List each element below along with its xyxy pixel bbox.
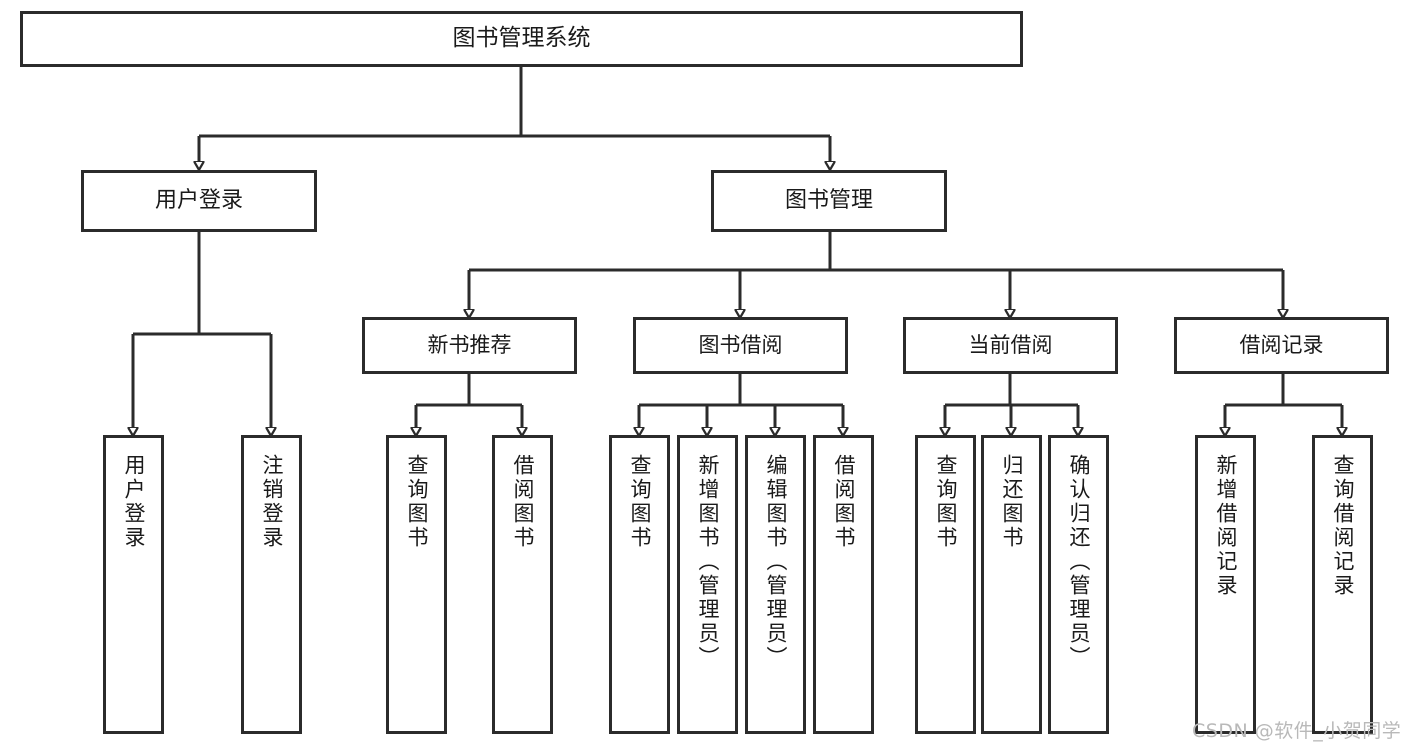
node-label: 用户登录 bbox=[154, 188, 243, 214]
leaf-borrow-edit-book[interactable]: 编辑图书（管理员） bbox=[745, 435, 806, 734]
node-label: 查询借阅记录 bbox=[1331, 454, 1355, 598]
node-new-book-recommend[interactable]: 新书推荐 bbox=[362, 317, 577, 374]
node-label: 当前借阅 bbox=[968, 333, 1053, 358]
node-root-system[interactable]: 图书管理系统 bbox=[20, 11, 1023, 67]
node-label: 借阅图书 bbox=[511, 454, 535, 550]
node-label: 图书管理 bbox=[784, 188, 873, 214]
leaf-current-query-book[interactable]: 查询图书 bbox=[915, 435, 976, 734]
node-label: 注销登录 bbox=[260, 454, 284, 550]
leaf-borrow-borrow-book[interactable]: 借阅图书 bbox=[813, 435, 874, 734]
leaf-record-add[interactable]: 新增借阅记录 bbox=[1195, 435, 1256, 734]
leaf-borrow-add-book[interactable]: 新增图书（管理员） bbox=[677, 435, 738, 734]
csdn-watermark: CSDN @软件_小贺同学 bbox=[1192, 720, 1402, 742]
leaf-record-query[interactable]: 查询借阅记录 bbox=[1312, 435, 1373, 734]
leaf-borrow-query-book[interactable]: 查询图书 bbox=[609, 435, 670, 734]
node-label: 图书借阅 bbox=[698, 333, 783, 358]
node-label: 查询图书 bbox=[628, 454, 652, 550]
node-label: 编辑图书（管理员） bbox=[764, 454, 788, 670]
node-borrow-record[interactable]: 借阅记录 bbox=[1174, 317, 1389, 374]
leaf-user-login-signin[interactable]: 用户登录 bbox=[103, 435, 164, 734]
leaf-current-confirm-return[interactable]: 确认归还（管理员） bbox=[1048, 435, 1109, 734]
node-label: 新书推荐 bbox=[427, 333, 512, 358]
node-label: 新增借阅记录 bbox=[1214, 454, 1238, 598]
node-label: 用户登录 bbox=[122, 454, 146, 550]
node-label: 图书管理系统 bbox=[452, 25, 591, 52]
node-label: 归还图书 bbox=[1000, 454, 1024, 550]
node-user-login[interactable]: 用户登录 bbox=[81, 170, 317, 232]
node-label: 确认归还（管理员） bbox=[1067, 454, 1091, 670]
node-label: 新增图书（管理员） bbox=[696, 454, 720, 670]
node-label: 借阅记录 bbox=[1239, 333, 1324, 358]
node-book-management[interactable]: 图书管理 bbox=[711, 170, 947, 232]
leaf-current-return-book[interactable]: 归还图书 bbox=[981, 435, 1042, 734]
node-book-borrow[interactable]: 图书借阅 bbox=[633, 317, 848, 374]
node-label: 查询图书 bbox=[934, 454, 958, 550]
node-current-borrow[interactable]: 当前借阅 bbox=[903, 317, 1118, 374]
leaf-new-book-borrow[interactable]: 借阅图书 bbox=[492, 435, 553, 734]
leaf-user-login-signout[interactable]: 注销登录 bbox=[241, 435, 302, 734]
node-label: 查询图书 bbox=[405, 454, 429, 550]
node-label: 借阅图书 bbox=[832, 454, 856, 550]
leaf-new-book-query[interactable]: 查询图书 bbox=[386, 435, 447, 734]
